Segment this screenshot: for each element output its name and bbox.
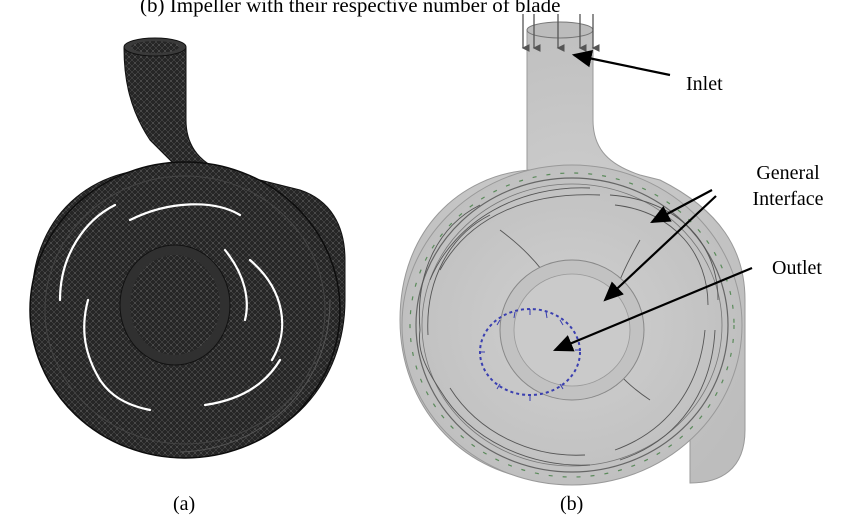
mesh-volute-model — [29, 37, 346, 459]
panel-b-label: (b) — [560, 493, 584, 515]
inlet-label: Inlet — [686, 73, 723, 95]
outlet-label: Outlet — [772, 257, 822, 279]
panel-a-label: (a) — [173, 493, 196, 515]
interface-arrow-2 — [603, 195, 717, 302]
interface-arrow-1 — [650, 189, 713, 224]
general-interface-label-line1: General — [756, 162, 820, 184]
outlet-arrow — [552, 266, 753, 352]
geometry-volute-model — [399, 21, 746, 486]
inlet-flow-arrows — [521, 14, 600, 52]
inlet-arrow — [571, 49, 671, 77]
general-interface-label-line2: Interface — [752, 188, 824, 210]
figure-top-caption: (b) Impeller with their respective numbe… — [140, 0, 561, 17]
